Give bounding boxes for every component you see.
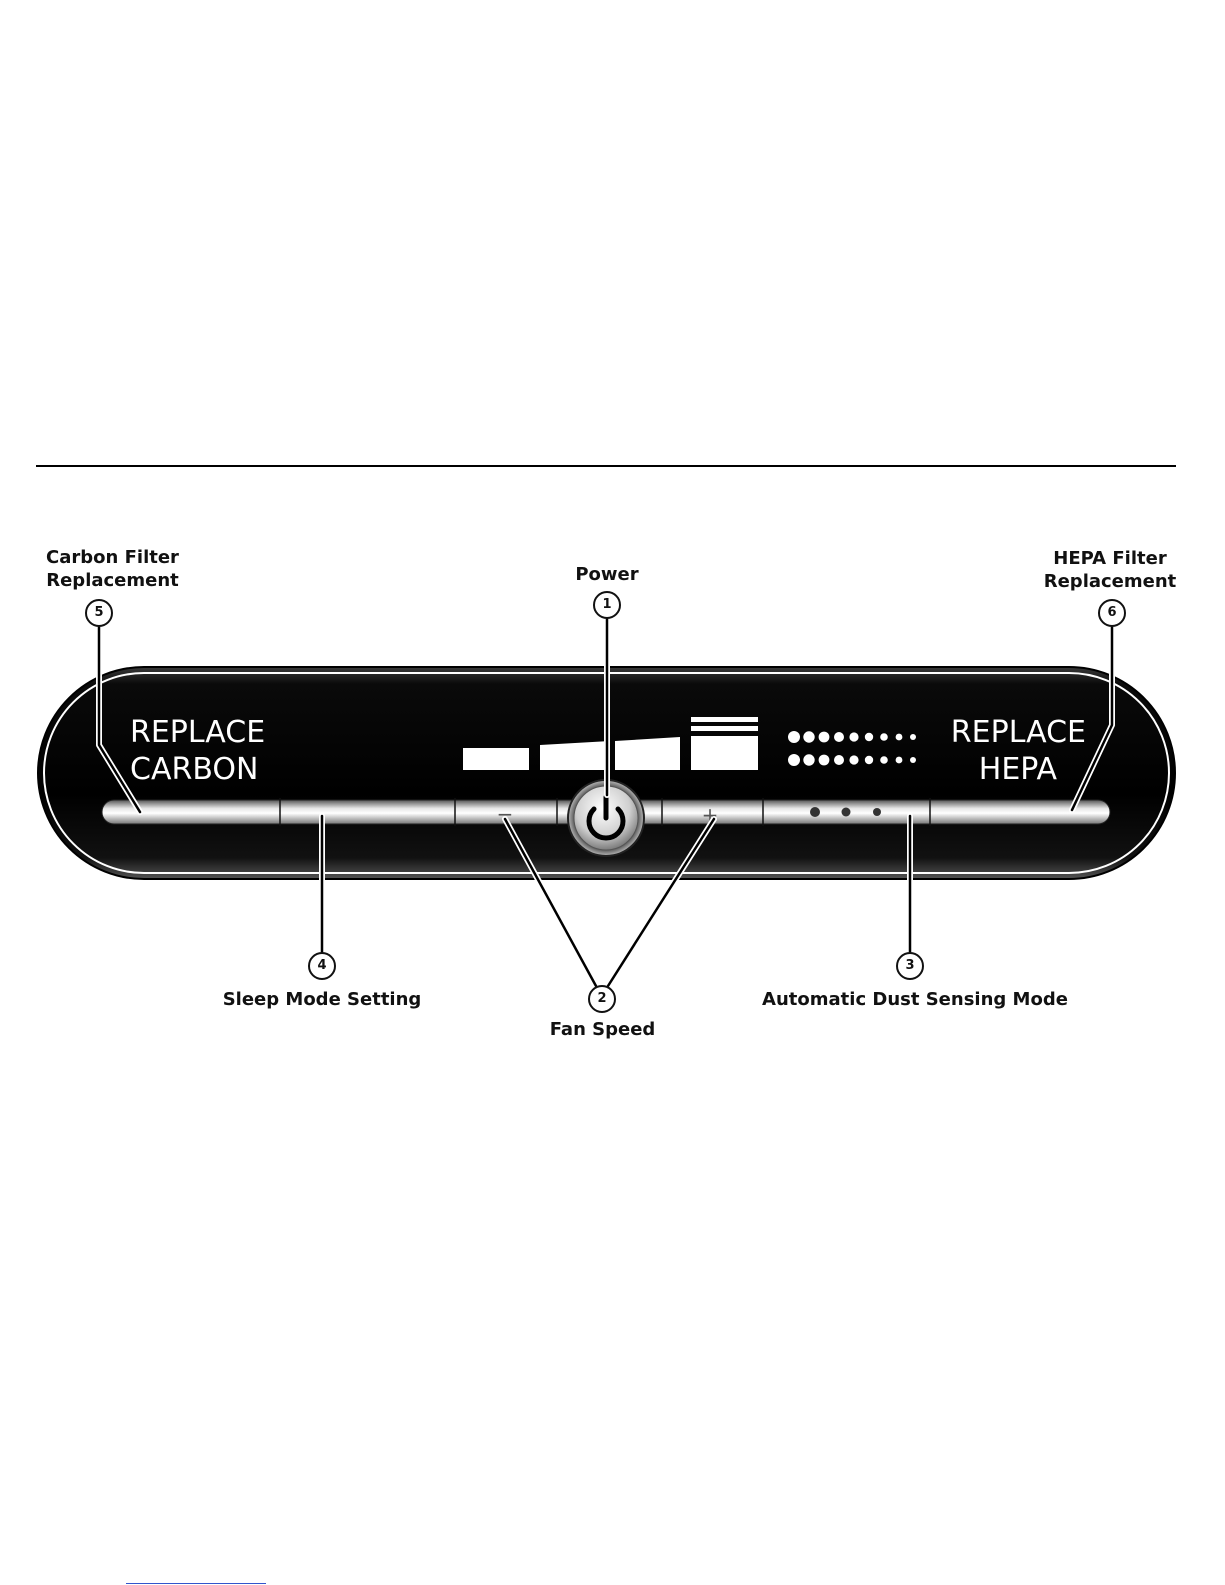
replace-carbon-line1: REPLACE (130, 715, 265, 750)
callout-number-1: 1 (593, 591, 621, 619)
replace-carbon-line2: CARBON (130, 752, 258, 787)
callout-number-4: 4 (308, 952, 336, 980)
callout-number-3: 3 (896, 952, 924, 980)
callout-number-5: 5 (85, 599, 113, 627)
replace-hepa-line1: REPLACE (951, 715, 1086, 750)
callout-number-6: 6 (1098, 599, 1126, 627)
replace-hepa-line2: HEPA (979, 752, 1058, 787)
carbon-reset-button[interactable] (104, 801, 279, 823)
callout-number-2: 2 (588, 985, 616, 1013)
sleep-button[interactable] (281, 801, 454, 823)
footer-link-underline (126, 1583, 266, 1584)
hepa-reset-button[interactable] (931, 801, 1108, 823)
